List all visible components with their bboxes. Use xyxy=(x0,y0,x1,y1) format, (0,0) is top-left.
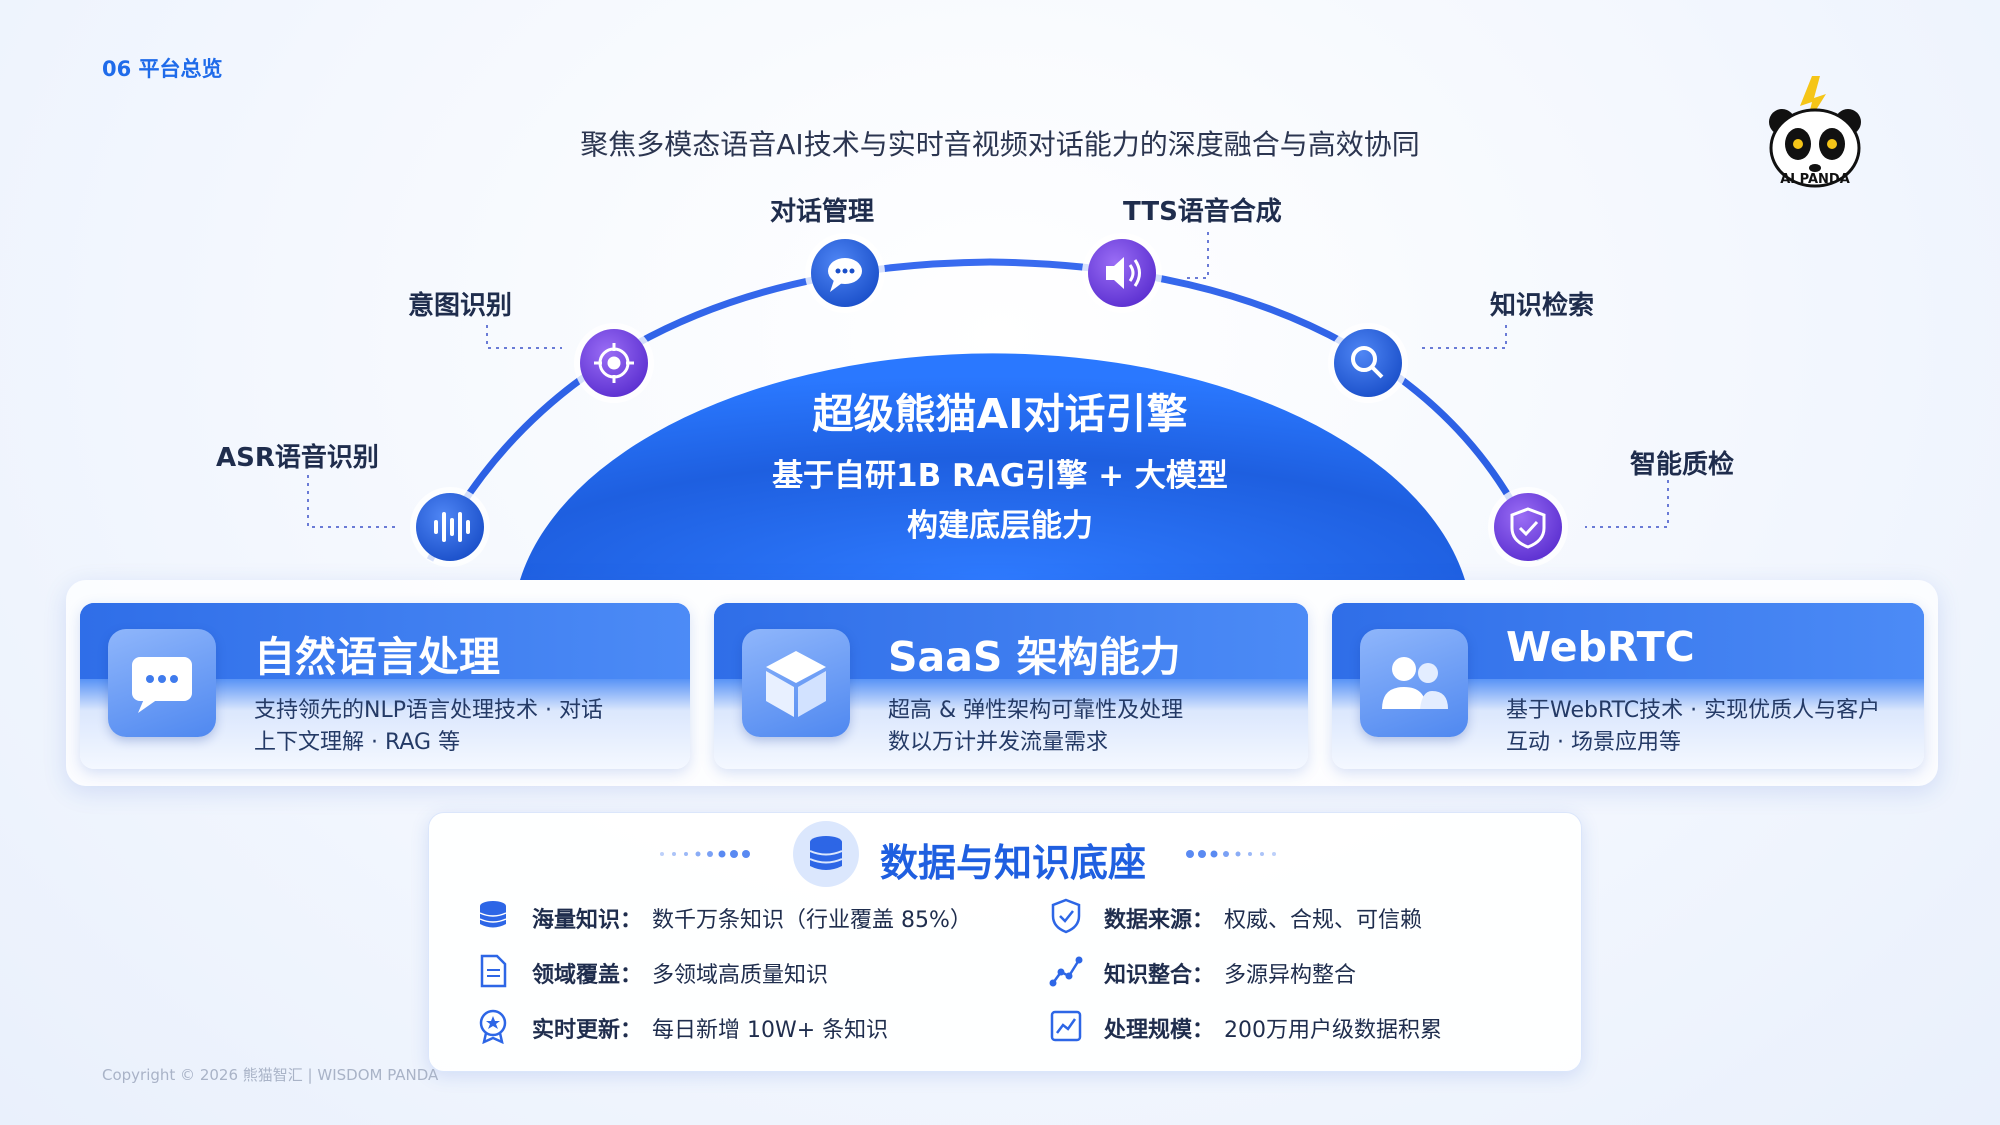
card-nlp: 自然语言处理 支持领先的NLP语言处理技术 · 对话 上下文理解 · RAG 等 xyxy=(80,603,690,769)
card-title: WebRTC xyxy=(1506,623,1695,671)
card-title: SaaS 架构能力 xyxy=(888,633,1181,681)
node-search xyxy=(1328,323,1408,403)
card-webrtc: WebRTC 基于WebRTC技术 · 实现优质人与客户 互动 · 场景应用等 xyxy=(1332,603,1924,769)
node-tts xyxy=(1082,233,1162,313)
database-header-icon xyxy=(793,821,859,887)
badge-star-icon xyxy=(479,1009,507,1044)
card-description: 超高 & 弹性架构可靠性及处理 数以万计并发流量需求 xyxy=(888,695,1183,759)
data-item-label: 领域覆盖： xyxy=(532,963,643,988)
card-desc-line: 互动 · 场景应用等 xyxy=(1506,730,1681,755)
card-description: 基于WebRTC技术 · 实现优质人与客户 互动 · 场景应用等 xyxy=(1506,695,1880,759)
shield-icon xyxy=(1051,898,1081,934)
node-label-search: 知识检索 xyxy=(1490,291,1595,321)
panda-logo xyxy=(1769,76,1861,188)
data-item-text: 多领域高质量知识 xyxy=(652,963,829,988)
logo-text: AI PANDA xyxy=(1780,172,1850,187)
data-item-text: 多源异构整合 xyxy=(1224,963,1357,988)
node-intent xyxy=(574,323,654,403)
node-label-tts: TTS语音合成 xyxy=(1123,197,1282,227)
capability-arc xyxy=(426,258,1544,562)
engine-title: 超级熊猫AI对话引擎 xyxy=(812,390,1188,438)
data-title-decoration xyxy=(660,850,1276,858)
node-label-qc: 智能质检 xyxy=(1630,450,1735,480)
card-desc-line: 数以万计并发流量需求 xyxy=(888,730,1109,755)
cube-icon xyxy=(742,629,850,737)
engine-subtitle-2: 构建底层能力 xyxy=(907,508,1093,544)
card-title: 自然语言处理 xyxy=(254,633,500,681)
data-item-text: 数千万条知识（行业覆盖 85%） xyxy=(652,908,972,933)
data-item-label: 数据来源： xyxy=(1104,908,1215,933)
card-desc-line: 基于WebRTC技术 · 实现优质人与客户 xyxy=(1506,698,1881,723)
card-saas: SaaS 架构能力 超高 & 弹性架构可靠性及处理 数以万计并发流量需求 xyxy=(714,603,1308,769)
search-icon xyxy=(1351,346,1384,379)
card-desc-line: 超高 & 弹性架构可靠性及处理 xyxy=(888,698,1184,723)
card-desc-line: 支持领先的NLP语言处理技术 · 对话 xyxy=(254,698,603,723)
connector-asr xyxy=(307,475,395,528)
connector-search xyxy=(1420,325,1507,349)
data-item-text: 每日新增 10W+ 条知识 xyxy=(652,1018,889,1043)
node-label-intent: 意图识别 xyxy=(408,291,513,321)
waveform-icon xyxy=(434,512,470,542)
chart-icon xyxy=(1050,1010,1082,1042)
card-description: 支持领先的NLP语言处理技术 · 对话 上下文理解 · RAG 等 xyxy=(254,695,603,759)
node-asr xyxy=(410,487,490,567)
speaker-icon xyxy=(1106,257,1141,289)
graph-icon xyxy=(1049,956,1083,987)
connector-intent xyxy=(486,325,562,349)
data-item-label: 知识整合： xyxy=(1104,963,1215,988)
data-item-label: 处理规模： xyxy=(1104,1018,1215,1043)
section-tag: 06 平台总览 xyxy=(102,57,223,81)
chat-bubble-icon xyxy=(828,258,862,292)
card-desc-line: 上下文理解 · RAG 等 xyxy=(254,730,461,755)
engine-dome xyxy=(520,353,1465,580)
data-section-title: 数据与知识底座 xyxy=(880,841,1147,885)
connector-tts xyxy=(1185,232,1209,279)
node-dialog xyxy=(805,233,885,313)
document-icon xyxy=(480,954,507,988)
copyright-text: Copyright © 2026 熊猫智汇 | WISDOM PANDA xyxy=(102,1066,439,1084)
node-label-dialog: 对话管理 xyxy=(770,197,875,227)
node-label-asr: ASR语音识别 xyxy=(216,443,379,473)
page-subtitle: 聚焦多模态语音AI技术与实时音视频对话能力的深度融合与高效协同 xyxy=(580,128,1420,161)
shield-check-icon xyxy=(1510,507,1546,549)
data-item-label: 实时更新： xyxy=(532,1018,643,1043)
data-item-label: 海量知识： xyxy=(532,908,643,933)
chat-icon xyxy=(108,629,216,737)
data-item-text: 200万用户级数据积累 xyxy=(1224,1018,1442,1043)
data-foundation-panel xyxy=(428,812,1582,1072)
engine-subtitle-1: 基于自研1B RAG引擎 + 大模型 xyxy=(772,458,1228,494)
target-icon xyxy=(594,343,634,383)
users-icon xyxy=(1360,629,1468,737)
node-qc xyxy=(1488,487,1568,567)
data-item-text: 权威、合规、可信赖 xyxy=(1224,908,1423,933)
database-icon xyxy=(479,901,507,928)
